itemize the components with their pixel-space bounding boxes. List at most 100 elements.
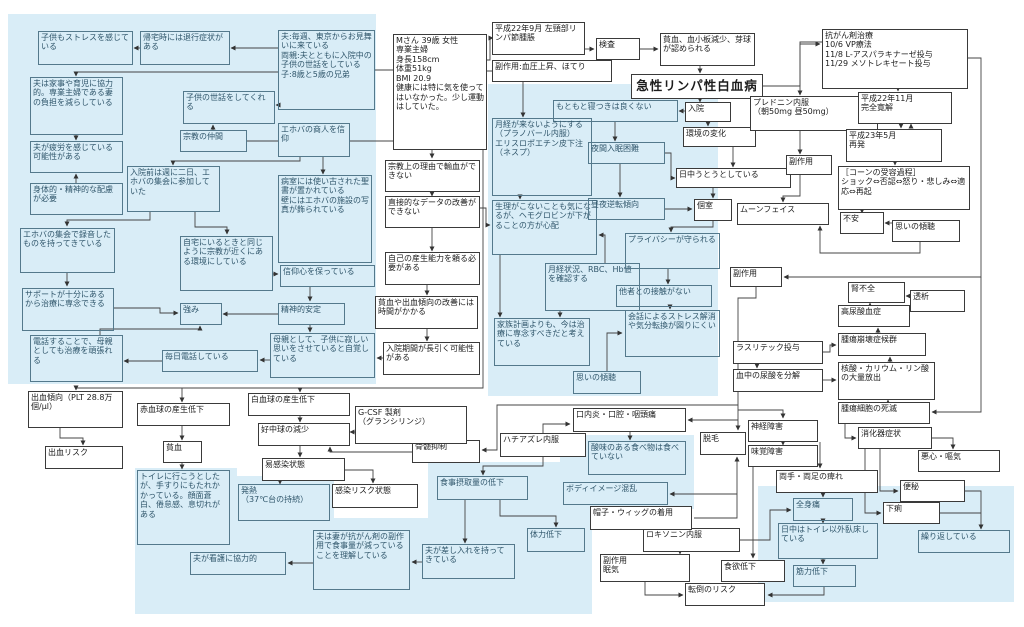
connector-arrow <box>767 587 825 598</box>
highlight-region-3 <box>234 476 334 522</box>
node-otto-kaji: 夫は家事や育児に協力的。専業主婦である妻の負担を減らしている <box>30 77 123 135</box>
node-h22-9: 平成22年9月 左頸部リンパ節腫脹 <box>492 22 585 55</box>
node-kurikaeshi: 繰り返している <box>918 530 1010 553</box>
node-hokai: 腫瘍崩壊症候群 <box>838 333 926 356</box>
node-zenshin: 全身痛 <box>793 498 853 521</box>
node-jokyo: 月経状況、RBC、Hb値を確認する <box>545 263 640 311</box>
node-loxonin: ロキソニン内服 <box>643 528 740 552</box>
node-sansei: 自己の産生能力を頼る必要がある <box>385 252 480 285</box>
node-nagabiku: 入院期間が長引く可能性がある <box>383 342 480 375</box>
connector-arrow <box>879 449 899 494</box>
node-yuketsu: 宗教上の理由で輸血ができない <box>385 160 480 192</box>
node-hakekkyu: 白血球の産生低下 <box>248 393 350 416</box>
node-omoi-2: 思いの傾聴 <box>573 371 641 394</box>
connector-arrow <box>797 41 822 96</box>
connector-arrow <box>64 212 151 227</box>
node-fuan: 不安 <box>840 212 884 234</box>
node-antei: 精神的安定 <box>278 303 345 325</box>
node-toilet: トイレに行こうとしたが、手すりにもたれかかっている。顔面蒼白、倦怠感、息切れがあ… <box>137 470 230 545</box>
node-support: サポートが十分にあるから治療に専念できる <box>22 288 114 331</box>
node-sesshu: 食事摂取量の低下 <box>437 476 528 500</box>
node-jitaku: 自宅にいるときと同じように宗教が近くにある環境にしている <box>180 236 273 291</box>
node-h22-11: 平成22年11月 完全寛解 <box>858 92 952 124</box>
connector-arrow <box>932 437 956 450</box>
node-sekkekkyu: 赤血球の産生低下 <box>137 403 230 426</box>
connector-arrow <box>694 456 740 519</box>
connector-arrow <box>668 221 714 233</box>
node-benpi: 便秘 <box>900 480 965 502</box>
node-kazoku: 家族計画よりも、今は治療に専念すべきだと考えている <box>494 318 590 366</box>
node-seiri: 生理がこないことも気になるが、ヘモグロビンが下がることの方が心配 <box>492 200 597 255</box>
node-sashiire: 夫が差し入れを持ってきている <box>422 544 515 579</box>
connector-arrow <box>480 207 491 228</box>
node-motomoto: もともと寝つきは良くない <box>553 100 678 122</box>
node-kakusan: 核酸・カリウム・リン酸の大量放出 <box>838 362 935 400</box>
node-chemo: 抗がん剤治療 10/6 VP療法 11/8 L-アスパラキナーゼ投与 11/29… <box>822 29 968 89</box>
node-ikansen: 易感染状態 <box>262 458 345 481</box>
connector-arrow <box>606 330 623 371</box>
node-toseki: 透析 <box>910 290 965 312</box>
node-kounai: 口内炎・口腔・咽頭痛 <box>573 408 686 432</box>
connector-arrow <box>345 469 376 484</box>
node-moon: ムーンフェイス <box>737 203 829 225</box>
node-omoi-1: 思いの傾聴 <box>892 220 960 242</box>
node-saibo: 腫瘍細胞の死滅 <box>838 402 930 424</box>
node-nyuinmae: 入院前は週に二日、エホバの集会に参加していた <box>127 166 220 212</box>
node-body: ボディイメージ混乱 <box>563 482 668 505</box>
node-jikaku: 母親として、子供に寂しい思いをさせていると自覚している <box>270 333 375 378</box>
node-chuya: 昼夜逆転傾向 <box>588 198 665 220</box>
connector-arrow <box>542 421 571 433</box>
node-kodomo-stress: 子供もストレスを感じている <box>38 31 133 65</box>
node-shintai: 身体的・精神的な配慮が必要 <box>30 183 123 215</box>
node-kaizen-jikan: 貧血や出血傾向の改善には時間がかかる <box>375 296 478 329</box>
node-netsu: 発熱 （37℃台の持続） <box>238 484 330 521</box>
node-h23-5: 平成23年5月 再発 <box>846 129 942 162</box>
node-kinryoku: 筋力低下 <box>793 565 856 587</box>
node-gasho: 日中はトイレ以外臥床している <box>778 523 878 559</box>
node-ryote: 両手・両足の痺れ <box>776 470 878 493</box>
connector-arrow <box>735 287 757 431</box>
node-shokaki: 消化器症状 <box>858 427 932 449</box>
node-shonin: エホバの商人を信仰 <box>278 123 350 157</box>
connector-arrow <box>327 446 412 453</box>
node-kankyo: 環境の変化 <box>683 127 756 147</box>
node-tairyoku: 体力低下 <box>527 528 585 552</box>
node-hinketsu: 貧血 <box>163 441 202 463</box>
node-cohn: ［コーンの受容過程］ ショック⇔否認⇔怒り・悲しみ⇔適応⇔再起 <box>838 166 970 210</box>
node-rokuon: エホバの集会で録音したものを持ってきている <box>20 228 115 273</box>
connector-arrow <box>170 157 301 166</box>
node-nyuin: 入院 <box>685 102 731 122</box>
highlight-region-1 <box>488 84 718 396</box>
node-ketsueki: 貧血、血小板減少、芽球が認められる <box>660 33 755 66</box>
node-data-kaizen: 直接的なデータの改善ができない <box>385 196 480 228</box>
connector-arrow <box>780 175 801 203</box>
node-maiden: 毎日電話している <box>162 350 258 372</box>
node-rasu: ラスリテック投与 <box>733 341 823 364</box>
connector-arrow <box>194 212 230 235</box>
node-jin: 腎不全 <box>848 282 905 303</box>
node-otto-hiro: 夫が疲労を感じている可能性がある <box>30 141 123 173</box>
connector-arrow <box>499 500 559 528</box>
connector-arrow <box>644 582 684 598</box>
node-konyosan: 高尿酸血症 <box>838 305 910 327</box>
connector-arrow <box>740 507 792 541</box>
connector-arrow <box>738 409 786 419</box>
connector-arrow <box>844 424 857 441</box>
connector-arrow <box>99 325 203 335</box>
node-fukusayo-b: 副作用 <box>730 267 782 287</box>
node-shinkei: 神経障害 <box>748 420 818 442</box>
node-fukusayo-k: 副作用:血圧上昇、ほてり <box>492 60 612 82</box>
node-shokuyoku: 食欲低下 <box>721 560 785 582</box>
node-mikaku: 味覚障害 <box>748 445 818 467</box>
node-shukketsu-risk: 出血リスク <box>45 446 123 469</box>
node-m-box: Mさん 39歳 女性 専業主婦 身長158cm 体重51kg BMI 20.9 … <box>393 34 487 150</box>
connector-arrow <box>965 490 984 530</box>
node-nakama: 宗教の仲間 <box>180 130 247 152</box>
node-shinko: 信仰心を保っている <box>280 265 375 287</box>
node-kensa: 検査 <box>596 38 640 60</box>
node-koshitsu: 個室 <box>694 199 732 221</box>
node-nyosan: 血中の尿酸を分解 <box>733 369 823 392</box>
connector-arrow <box>59 428 86 446</box>
node-sanmi: 酸味のある食べ物は食べていない <box>588 441 686 475</box>
node-prednin: プレドニン内服 （朝50mg 昼50mg） <box>750 96 878 131</box>
